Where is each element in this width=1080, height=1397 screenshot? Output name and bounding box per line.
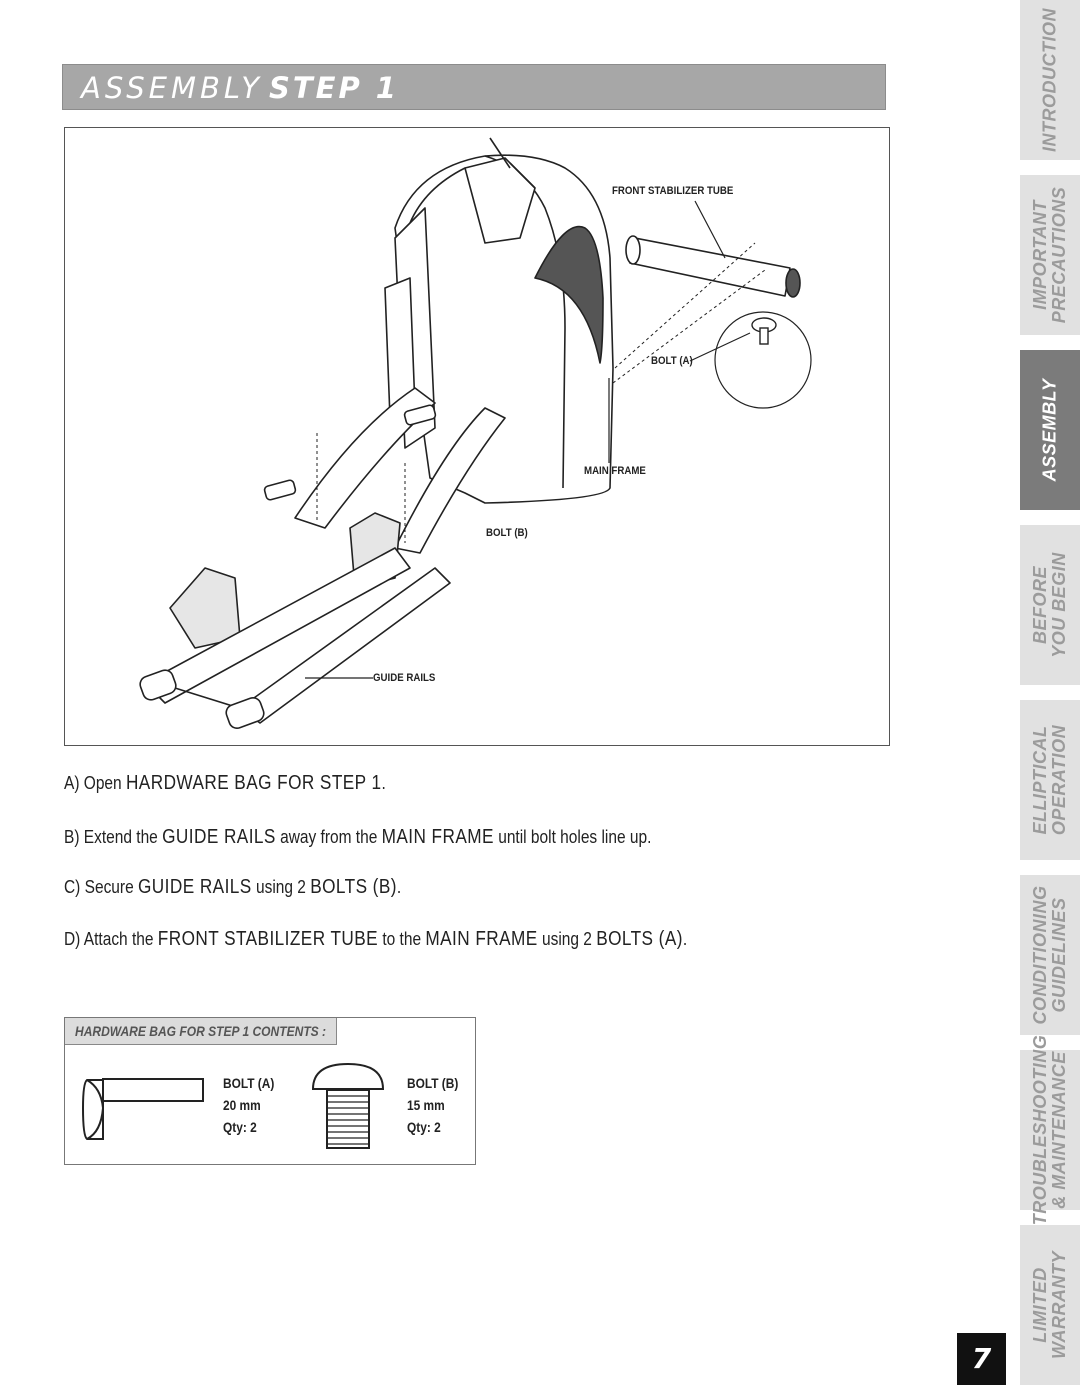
tab-introduction[interactable]: INTRODUCTION — [1020, 0, 1080, 160]
callout-main-frame: MAIN FRAME — [584, 465, 646, 477]
callout-guide-rails: GUIDE RAILS — [373, 672, 436, 684]
callout-front-stabilizer-tube: FRONT STABILIZER TUBE — [612, 185, 734, 197]
hardware-contents-box: HARDWARE BAG FOR STEP 1 CONTENTS : BOLT … — [64, 1017, 476, 1165]
front-stabilizer-tube — [629, 237, 791, 297]
step-d: D) Attach the FRONT STABILIZER TUBE to t… — [64, 928, 688, 950]
end-cap-left — [139, 669, 177, 701]
tab-assembly[interactable]: ASSEMBLY — [1020, 350, 1080, 510]
page-title-bold: STEP 1 — [268, 71, 399, 105]
bolt-a-name: BOLT (A) — [223, 1075, 275, 1091]
console-mast — [464, 157, 536, 244]
bolt-b-icon — [311, 1062, 385, 1149]
bolt-b-name: BOLT (B) — [407, 1075, 459, 1091]
rear-rail-left — [294, 387, 436, 529]
step-c: C) Secure GUIDE RAILS using 2 BOLTS (B). — [64, 876, 402, 898]
bolt-a-qty: Qty: 2 — [223, 1119, 257, 1135]
shroud-accent — [534, 225, 604, 364]
bolt-a-detail — [751, 317, 777, 345]
pedal-left — [169, 567, 241, 649]
step-a: A) Open HARDWARE BAG FOR STEP 1. — [64, 772, 386, 794]
bolt-b-size: 15 mm — [407, 1097, 445, 1113]
step-b: B) Extend the GUIDE RAILS away from the … — [64, 826, 652, 848]
detail-circle — [714, 311, 812, 409]
callout-bolt-a: BOLT (A) — [651, 355, 693, 367]
page-title-light: ASSEMBLY — [81, 71, 263, 105]
assembly-diagram: FRONT STABILIZER TUBE BOLT (A) MAIN FRAM… — [64, 127, 890, 746]
bolt-b-qty: Qty: 2 — [407, 1119, 441, 1135]
hardware-illustration — [81, 1062, 385, 1149]
rear-rail-right — [394, 407, 506, 554]
callout-bolt-b: BOLT (B) — [486, 527, 528, 539]
end-cap-right — [225, 697, 265, 729]
page-number: 7 — [957, 1333, 1006, 1385]
bolt-a-icon — [81, 1078, 204, 1140]
elliptical-illustration — [139, 137, 812, 729]
bolt-a-size: 20 mm — [223, 1097, 261, 1113]
tab-troubleshooting-maintenance[interactable]: TROUBLESHOOTING& MAINTENANCE — [1020, 1035, 1080, 1225]
hardware-header: HARDWARE BAG FOR STEP 1 CONTENTS : — [65, 1018, 337, 1045]
